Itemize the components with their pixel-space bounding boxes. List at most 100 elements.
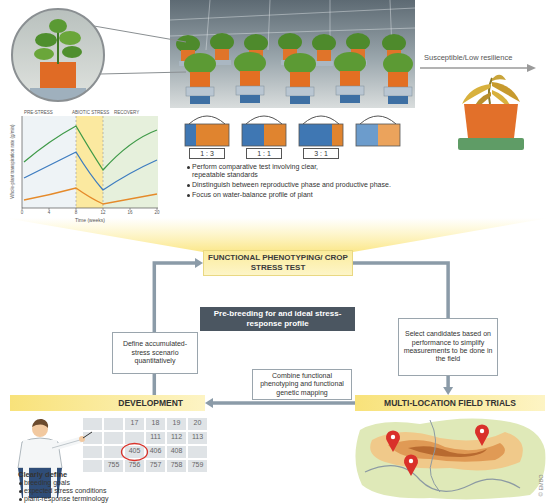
bucket-symbol bbox=[242, 124, 264, 146]
transpiration-chart bbox=[24, 126, 157, 170]
grid-number: 20 bbox=[188, 419, 207, 427]
greenhouse-photo bbox=[244, 34, 268, 52]
bucket-symbol bbox=[246, 116, 282, 124]
note-box: Select candidates based on performance t… bbox=[398, 318, 498, 376]
plant-inset-photo bbox=[49, 19, 67, 33]
transpiration-chart bbox=[22, 116, 158, 210]
grid-number: 758 bbox=[167, 461, 186, 469]
greenhouse-photo bbox=[215, 49, 229, 60]
field-map bbox=[404, 454, 418, 476]
tick-label: 12 bbox=[96, 210, 110, 215]
arrow-head bbox=[205, 398, 213, 408]
greenhouse-photo bbox=[290, 96, 310, 104]
bucket-symbol bbox=[378, 124, 400, 146]
grid-number: 113 bbox=[188, 433, 207, 441]
bucket-symbol bbox=[356, 124, 400, 146]
bullet-text: expected stress conditions bbox=[24, 487, 144, 495]
bucket-symbol bbox=[299, 124, 343, 146]
number-grid bbox=[167, 460, 186, 472]
plant-inset-photo bbox=[35, 33, 57, 47]
grid-number: 759 bbox=[188, 461, 207, 469]
wilted-plant bbox=[458, 75, 524, 150]
field-map bbox=[355, 418, 545, 499]
phase-label: ABIOTIC STRESS bbox=[72, 110, 112, 115]
node-text: MULTI-LOCATION FIELD TRIALS bbox=[384, 398, 516, 408]
tick-label: 4 bbox=[42, 210, 56, 215]
plant-inset-photo bbox=[57, 30, 59, 64]
flow-line bbox=[211, 401, 355, 405]
greenhouse-photo bbox=[186, 87, 214, 96]
resilience-arrow bbox=[420, 64, 536, 72]
greenhouse-photo bbox=[184, 53, 216, 75]
wilted-plant bbox=[489, 78, 492, 104]
ratio-label: 1 : 3 bbox=[189, 148, 225, 159]
flow-line bbox=[154, 263, 197, 395]
greenhouse-photo bbox=[286, 87, 314, 96]
number-grid bbox=[104, 446, 123, 458]
greenhouse-photo bbox=[186, 86, 412, 96]
grid-number: 408 bbox=[167, 447, 186, 455]
number-grid bbox=[167, 446, 186, 458]
bucket-symbol bbox=[185, 124, 196, 146]
leader-line bbox=[94, 26, 186, 74]
number-grid bbox=[146, 460, 165, 472]
number-grid bbox=[188, 432, 207, 444]
bucket-symbol bbox=[299, 124, 332, 146]
plant-inset-photo bbox=[59, 31, 81, 45]
bullet-dot bbox=[187, 166, 190, 169]
transpiration-chart bbox=[76, 116, 103, 208]
grid-number: 111 bbox=[146, 433, 165, 441]
bucket-symbol bbox=[189, 116, 225, 124]
field-map bbox=[391, 435, 395, 439]
plant-inset-photo bbox=[10, 8, 106, 104]
field-map bbox=[355, 418, 545, 499]
transpiration-chart bbox=[24, 188, 157, 204]
greenhouse-photo bbox=[278, 33, 302, 51]
greenhouse-photo bbox=[234, 52, 266, 74]
number-grid bbox=[146, 446, 165, 458]
goal-box: Pre-breeding for and ideal stress-respon… bbox=[200, 307, 355, 331]
stage-bar: DEVELOPMENT bbox=[10, 395, 205, 411]
number-grid bbox=[125, 418, 144, 430]
node-text: FUNCTIONAL PHENOTYPING/ CROP STRESS TEST bbox=[208, 253, 348, 273]
tick-label: 0 bbox=[15, 210, 29, 215]
note-box: Combine functional phenotyping and funct… bbox=[252, 369, 352, 400]
number-grid bbox=[125, 446, 144, 458]
bucket-symbol bbox=[356, 124, 378, 146]
number-grid bbox=[83, 418, 102, 430]
scientist-figure bbox=[52, 440, 80, 448]
bullet-text: Focus on water-balance profile of plant bbox=[192, 191, 417, 199]
grid-number: 17 bbox=[125, 419, 144, 427]
yellow-fan bbox=[5, 218, 549, 252]
tick-label: 20 bbox=[150, 210, 164, 215]
bucket-symbol bbox=[360, 116, 396, 124]
grid-number: 19 bbox=[167, 419, 186, 427]
field-map bbox=[480, 429, 484, 433]
transpiration-chart bbox=[24, 152, 157, 190]
copyright-note: © EMBO bbox=[538, 465, 545, 503]
node-text: Pre-breeding for and ideal stress-respon… bbox=[206, 309, 349, 329]
arrow-head bbox=[443, 387, 453, 395]
plant-inset-photo bbox=[10, 8, 106, 104]
greenhouse-photo bbox=[284, 53, 316, 75]
field-map bbox=[386, 430, 400, 452]
number-grid bbox=[188, 418, 207, 430]
bucket-symbol bbox=[242, 124, 286, 146]
plant-inset-photo bbox=[12, 9, 104, 101]
axis-title: Time (weeks) bbox=[60, 217, 120, 223]
field-map bbox=[408, 446, 487, 457]
grid-number: 755 bbox=[104, 461, 123, 469]
greenhouse-photo bbox=[210, 33, 234, 51]
highlight-circle bbox=[122, 444, 148, 461]
phase-label: RECOVERY bbox=[114, 110, 154, 115]
phase-label: PRE-STRESS bbox=[24, 110, 74, 115]
tick-label: 16 bbox=[123, 210, 137, 215]
greenhouse-photo bbox=[334, 52, 366, 74]
plant-inset-photo bbox=[10, 8, 106, 104]
greenhouse-photo bbox=[190, 95, 408, 104]
tick-label: 8 bbox=[69, 210, 83, 215]
greenhouse-photo bbox=[317, 50, 331, 61]
greenhouse-photo bbox=[170, 0, 415, 108]
node-text: DEVELOPMENT bbox=[118, 398, 183, 408]
number-grid bbox=[188, 446, 207, 458]
